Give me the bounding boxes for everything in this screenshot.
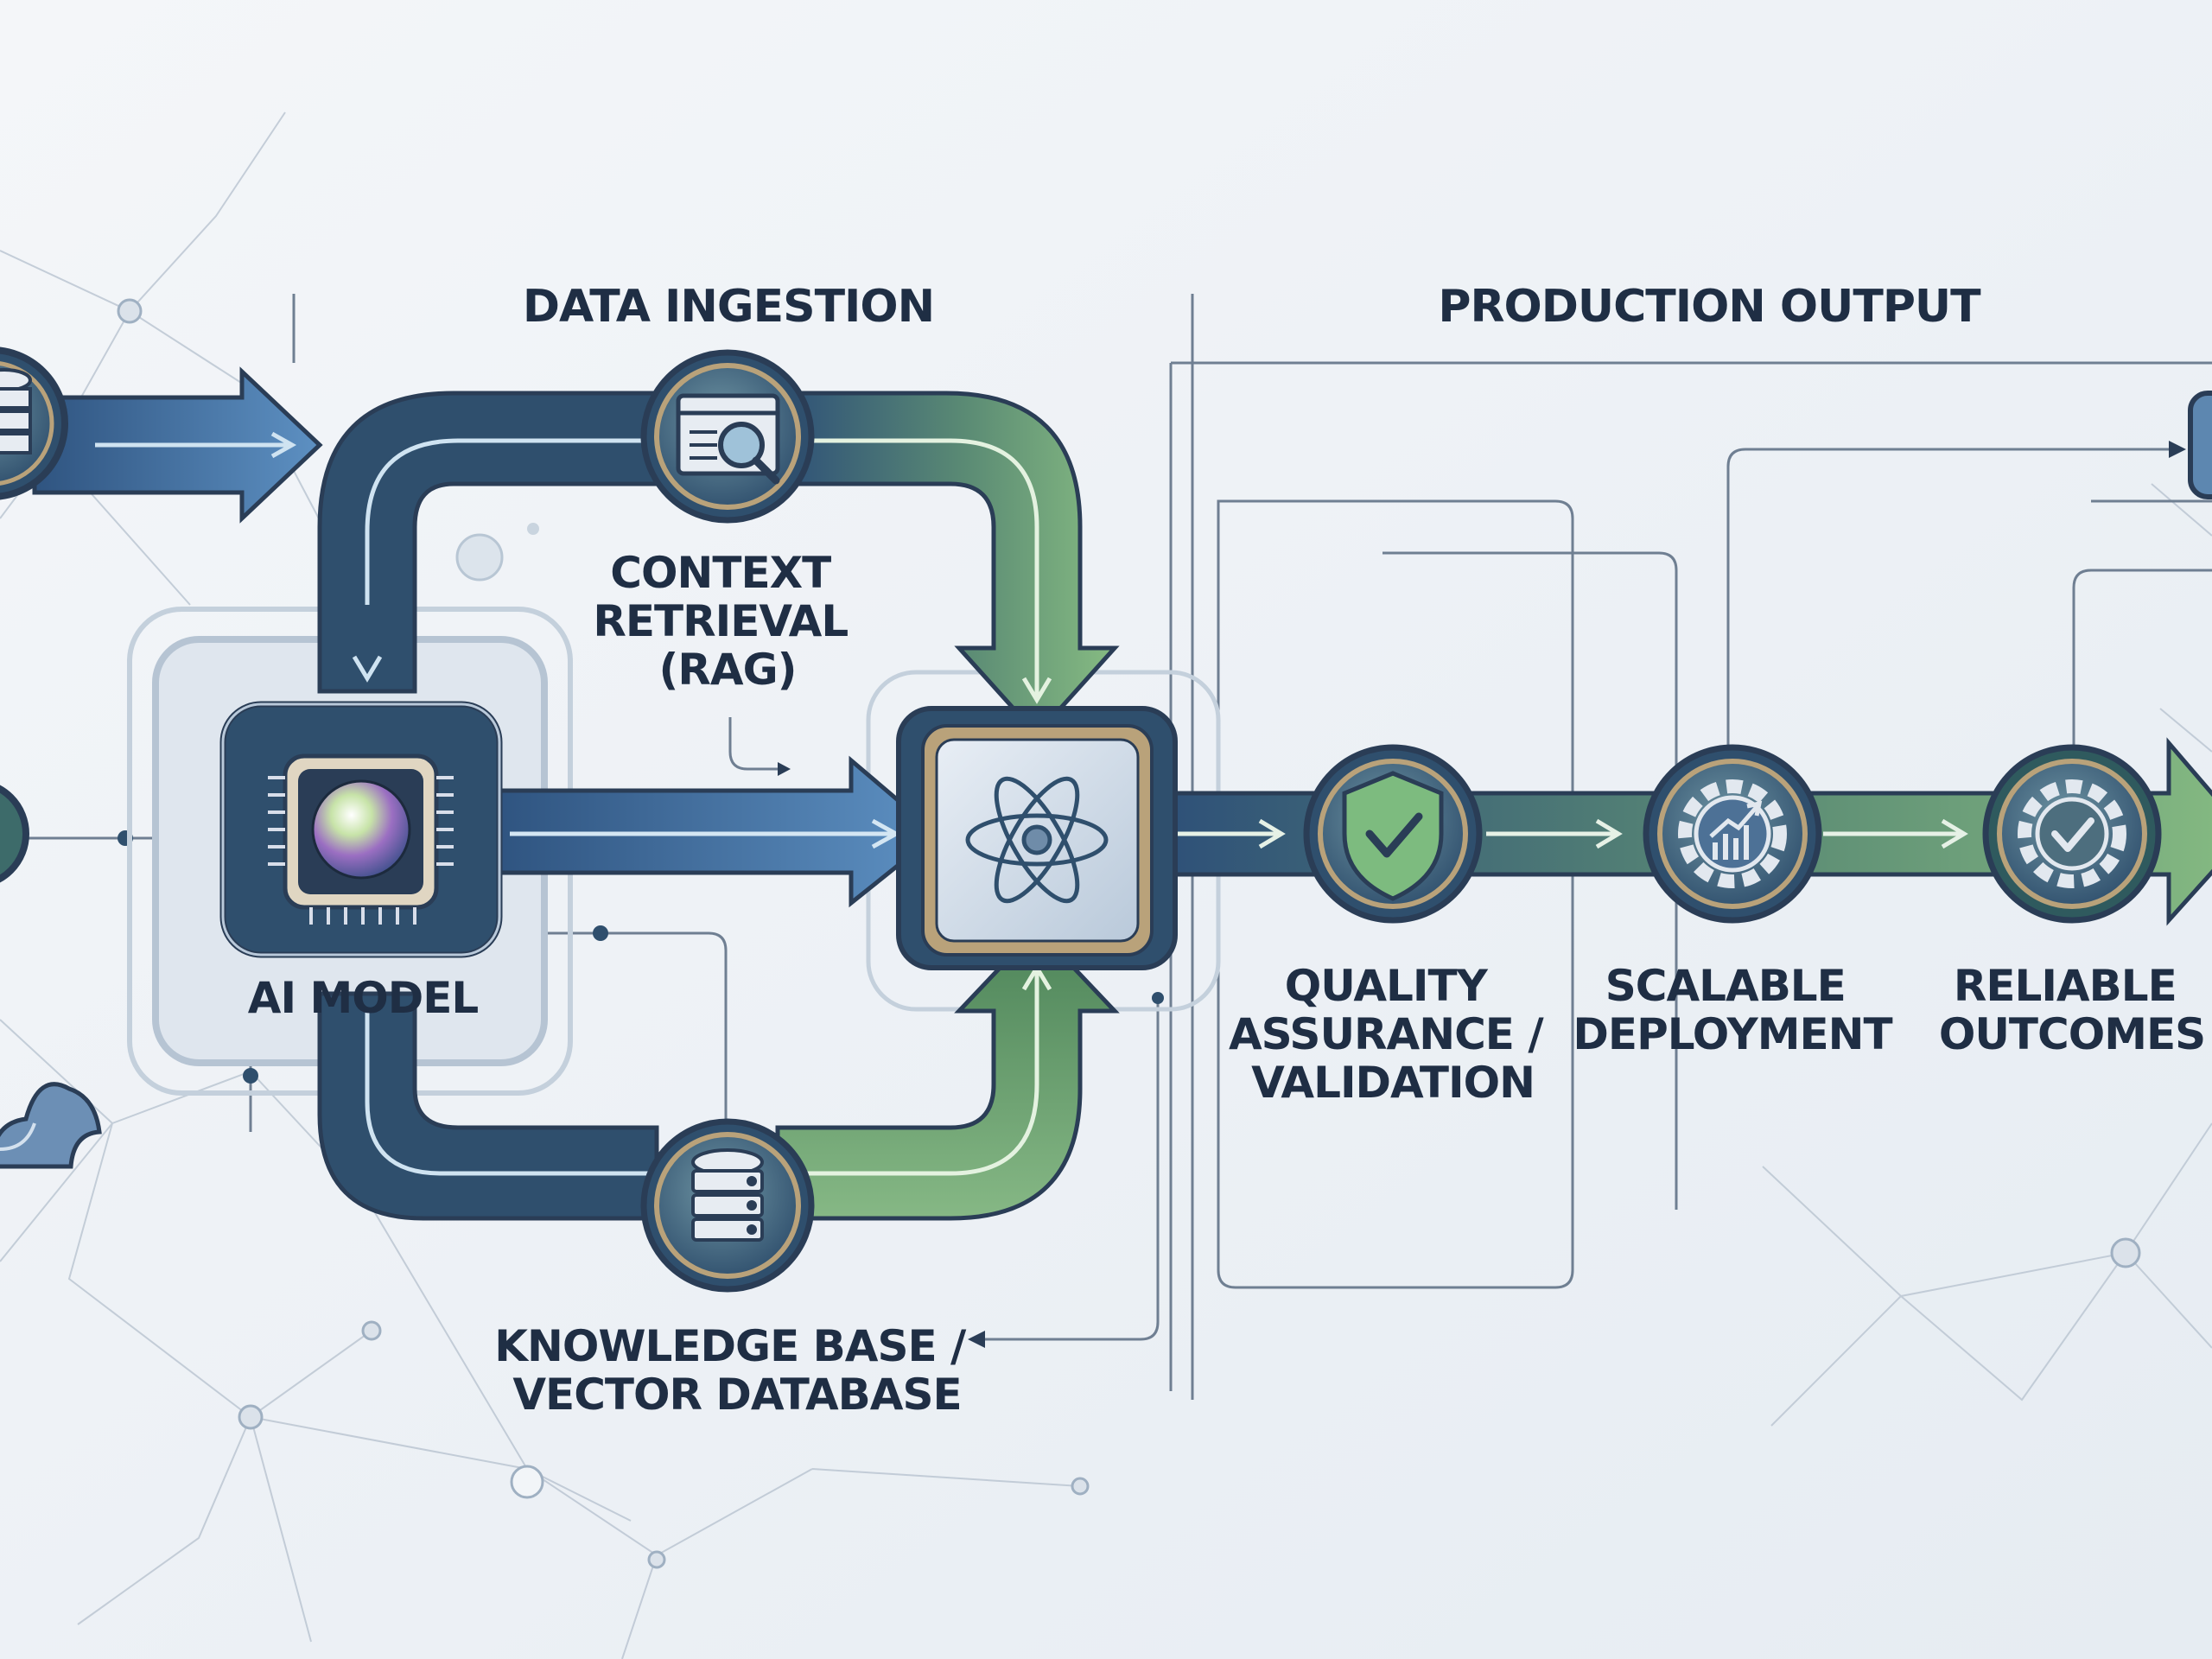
- outcomes-node: [1982, 744, 2162, 924]
- orchestrator-node: [896, 706, 1178, 970]
- deployment-node: [1643, 744, 1822, 924]
- label-line: SCALABLE: [1605, 961, 1846, 1011]
- context-retrieval-node: [640, 349, 815, 524]
- ai-model-node: [219, 701, 503, 958]
- gear-chart-icon: [1678, 779, 1787, 888]
- source-node-middle: [0, 785, 29, 883]
- knowledge-base-node: [640, 1118, 815, 1293]
- label-ai-model: AI MODEL: [248, 973, 479, 1023]
- label-line: QUALITY: [1285, 961, 1489, 1011]
- gear-check-icon: [2018, 779, 2126, 888]
- database-icon: [691, 1148, 764, 1242]
- loop-top-green: [775, 391, 1120, 738]
- label-context-retrieval: CONTEXT RETRIEVAL (RAG): [593, 548, 861, 695]
- label-line: (RAG): [659, 645, 797, 695]
- chip-orb-icon: [268, 753, 454, 925]
- label-line: VALIDATION: [1251, 1058, 1535, 1108]
- label-line: ASSURANCE /: [1229, 1009, 1544, 1059]
- browser-search-icon: [676, 393, 780, 485]
- label-outcomes: RELIABLE OUTCOMES: [1939, 961, 2205, 1059]
- network-mesh-right: [1762, 483, 2212, 1427]
- loop-top-blue: [317, 391, 659, 694]
- label-line: DEPLOYMENT: [1573, 1009, 1892, 1059]
- database-icon: [0, 368, 32, 454]
- atom-icon: [965, 776, 1109, 904]
- header-data-ingestion: DATA INGESTION: [523, 281, 934, 333]
- shield-check-icon: [1342, 771, 1444, 901]
- loop-bottom-green: [775, 925, 1120, 1221]
- circuit-arrowheads: [778, 441, 2186, 1348]
- loop-bottom-blue: [317, 991, 659, 1221]
- bubble: [527, 523, 539, 535]
- label-line: KNOWLEDGE BASE /: [494, 1321, 967, 1371]
- label-deployment: SCALABLE DEPLOYMENT: [1573, 961, 1892, 1059]
- quality-node: [1303, 744, 1483, 924]
- label-line: VECTOR DATABASE: [512, 1370, 961, 1420]
- network-nodes: [117, 298, 2141, 1569]
- header-production-output: PRODUCTION OUTPUT: [1438, 281, 1981, 333]
- label-line: RETRIEVAL: [593, 596, 848, 646]
- label-knowledge-base: KNOWLEDGE BASE / VECTOR DATABASE: [494, 1321, 979, 1420]
- external-node-top-right: [2188, 391, 2212, 499]
- pipeline-arrow-marks: [1158, 818, 1968, 849]
- label-line: CONTEXT: [610, 548, 831, 598]
- bubble: [455, 533, 504, 582]
- label-line: OUTCOMES: [1939, 1009, 2205, 1059]
- label-quality: QUALITY ASSURANCE / VALIDATION: [1229, 961, 1557, 1108]
- cloud-icon: [0, 1082, 102, 1169]
- label-line: RELIABLE: [1954, 961, 2177, 1011]
